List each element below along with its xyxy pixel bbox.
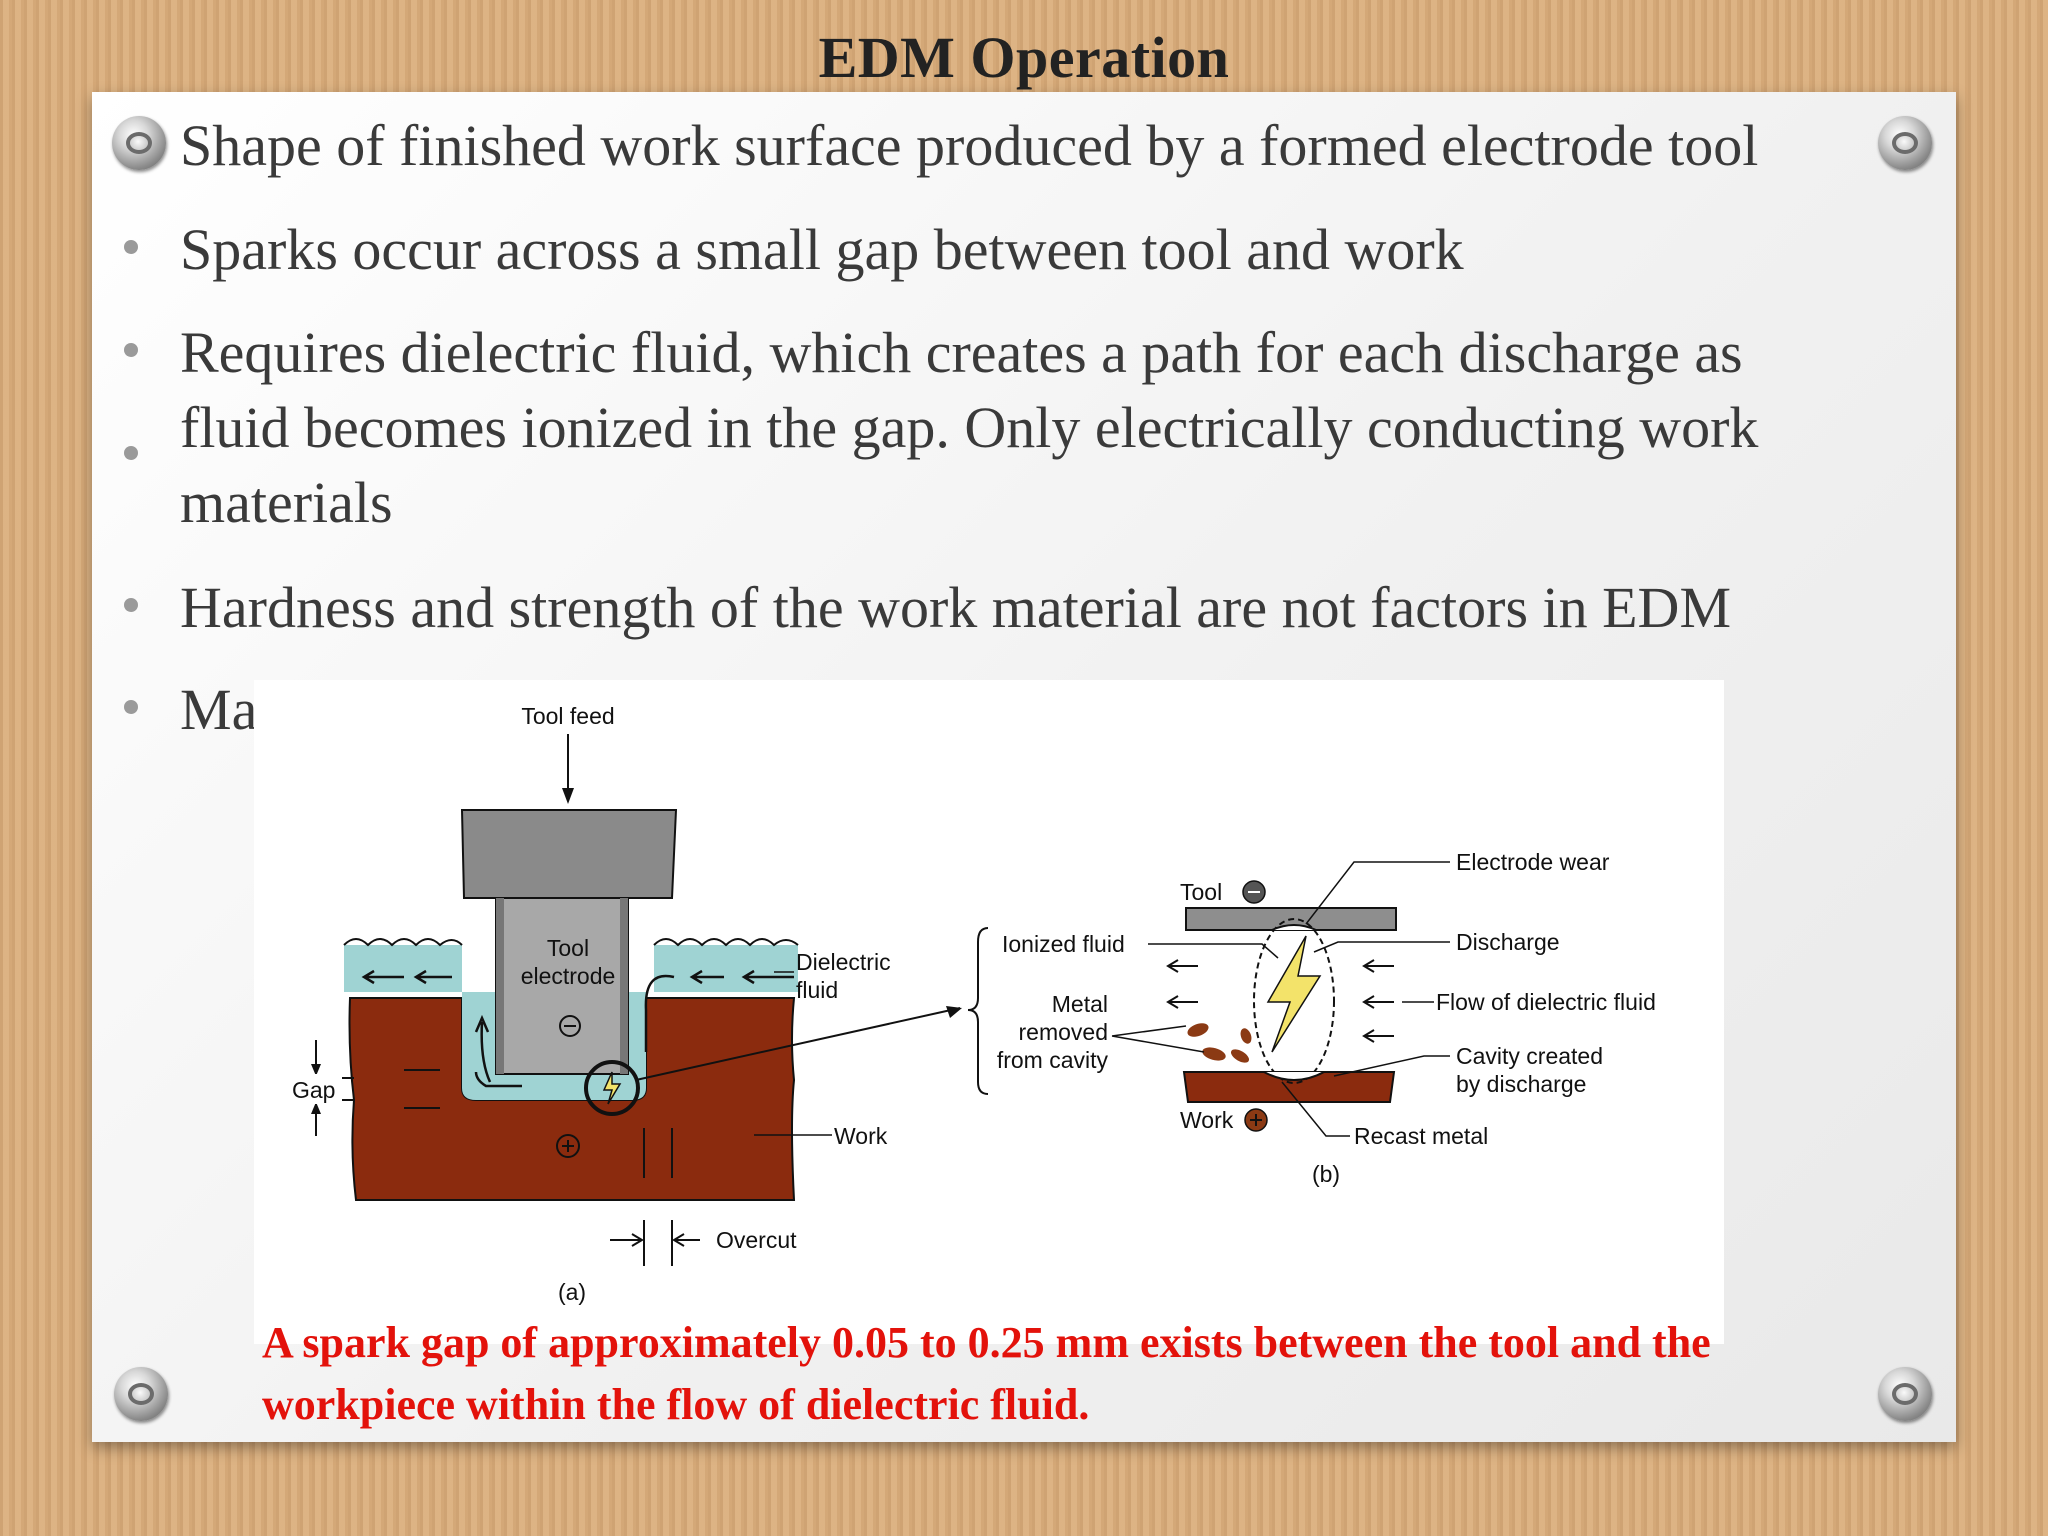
bullet-dot-icon <box>124 240 138 254</box>
leader-discharge <box>1313 941 1450 953</box>
bullet-dot-icon <box>124 598 138 612</box>
leader-metal <box>1111 1025 1205 1053</box>
cavity <box>1263 1071 1325 1081</box>
leader-electrode-wear <box>1305 861 1450 925</box>
overcut-arrow <box>610 1233 644 1247</box>
brace <box>967 927 989 1095</box>
discharge-spark-icon <box>1266 935 1322 1053</box>
screw-bottom-left-icon <box>114 1367 168 1421</box>
flow-arrow-b <box>1362 959 1394 973</box>
tool-hatch-left <box>496 898 504 1074</box>
label-discharge: Discharge <box>1456 929 1560 955</box>
flow-arrow <box>741 969 794 985</box>
label-flow: Flow of dielectric fluid <box>1436 989 1656 1015</box>
bullet-text: Requires dielectric fluid, which creates… <box>180 320 1759 535</box>
label-cavity-1: Cavity created <box>1456 1043 1603 1069</box>
label-tool-line2: electrode <box>521 963 616 989</box>
flow-arrow-b <box>1362 995 1394 1009</box>
gap-label-box <box>292 1074 342 1104</box>
flow-arrow <box>644 974 675 1052</box>
tool-feed-arrowhead <box>562 788 574 804</box>
tool-hatch-right <box>620 898 628 1074</box>
label-ionized-fluid: Ionized fluid <box>1002 931 1125 957</box>
label-panel-a: (a) <box>558 1279 586 1305</box>
label-metal-2: removed <box>1019 1019 1108 1045</box>
work-positive-cross <box>1250 1114 1262 1126</box>
label-panel-b: (b) <box>1312 1161 1340 1187</box>
leader-cavity <box>1333 1055 1450 1077</box>
flow-arrow-b <box>1166 995 1198 1009</box>
label-metal-1: Metal <box>1052 991 1108 1017</box>
flow-arrow <box>474 1071 522 1088</box>
fluid-surface-left <box>343 938 463 947</box>
overcut-arrow <box>672 1233 700 1247</box>
label-cavity-2: by discharge <box>1456 1071 1586 1097</box>
metal-particle <box>1187 1023 1209 1037</box>
bullet-dot-icon <box>124 446 138 460</box>
bullet-dot-icon <box>124 343 138 357</box>
dielectric-fluid-left <box>344 945 462 992</box>
leader-recast <box>1281 1081 1350 1137</box>
tool-electrode <box>495 897 629 1075</box>
negative-symbol-icon <box>559 1015 581 1037</box>
bullet-dot-icon <box>124 700 138 714</box>
bullet-item: Hardness and strength of the work materi… <box>124 570 1880 645</box>
connector-arrowhead <box>946 1006 962 1018</box>
leader-ionized <box>1148 943 1279 959</box>
metal-particle <box>1202 1047 1226 1061</box>
spark-icon <box>602 1071 622 1105</box>
edm-diagram: Tool feed Tool electrode Dielectric flui… <box>254 680 1724 1344</box>
label-tool-feed: Tool feed <box>521 703 614 729</box>
bullet-text: Hardness and strength of the work materi… <box>180 575 1732 640</box>
bullet-text: Sparks occur across a small gap between … <box>180 217 1464 282</box>
label-overcut: Overcut <box>716 1227 797 1253</box>
discharge-ellipse <box>1253 918 1335 1084</box>
bullet-text: Shape of finished work surface produced … <box>180 113 1759 178</box>
label-tool-b: Tool <box>1180 879 1222 905</box>
fluid-in-cavity <box>462 992 646 1100</box>
label-metal-3: from cavity <box>997 1047 1109 1073</box>
bullet-item: Sparks occur across a small gap between … <box>124 212 1880 287</box>
flow-arrow <box>689 969 724 985</box>
electrode-wear-bump <box>1271 924 1317 931</box>
gap-arrowhead <box>311 1064 321 1076</box>
bullet-item: Ma <box>124 672 1880 747</box>
label-tool-line1: Tool <box>547 935 589 961</box>
positive-symbol-icon <box>556 1134 580 1158</box>
label-recast: Recast metal <box>1354 1123 1488 1149</box>
positive-symbol-cross <box>562 1140 574 1152</box>
screw-top-right-icon <box>1878 116 1932 170</box>
bullet-item: Shape of finished work surface produced … <box>180 108 1880 183</box>
label-dielectric-line1: Dielectric <box>796 949 891 975</box>
tool-head <box>460 809 678 899</box>
connector-arrow <box>635 1007 961 1081</box>
bullet-text: Ma <box>180 677 258 742</box>
bullet-item: Requires dielectric fluid, which creates… <box>124 315 1840 540</box>
label-dielectric-line2: fluid <box>796 977 838 1003</box>
gap-arrowhead <box>311 1102 321 1114</box>
flow-arrow-b <box>1166 959 1198 973</box>
metal-particle <box>1230 1049 1250 1063</box>
metal-particle <box>1240 1028 1252 1044</box>
flow-arrow <box>474 1014 492 1083</box>
flow-arrow <box>361 969 404 985</box>
fluid-surface-right <box>653 938 799 947</box>
spark-gap-caption: A spark gap of approximately 0.05 to 0.2… <box>262 1318 1711 1429</box>
label-gap: Gap <box>292 1077 335 1103</box>
label-electrode-wear: Electrode wear <box>1456 849 1610 875</box>
dielectric-fluid-right <box>654 945 798 992</box>
label-work-b: Work <box>1180 1107 1234 1133</box>
screw-bottom-right-icon <box>1878 1367 1932 1421</box>
flow-arrow-b <box>1362 1029 1394 1043</box>
flow-arrow <box>413 969 452 985</box>
slide-title: EDM Operation <box>818 25 1230 90</box>
spark-circle <box>584 1060 640 1116</box>
screw-top-left-icon <box>112 116 166 170</box>
label-work-a: Work <box>834 1123 888 1149</box>
